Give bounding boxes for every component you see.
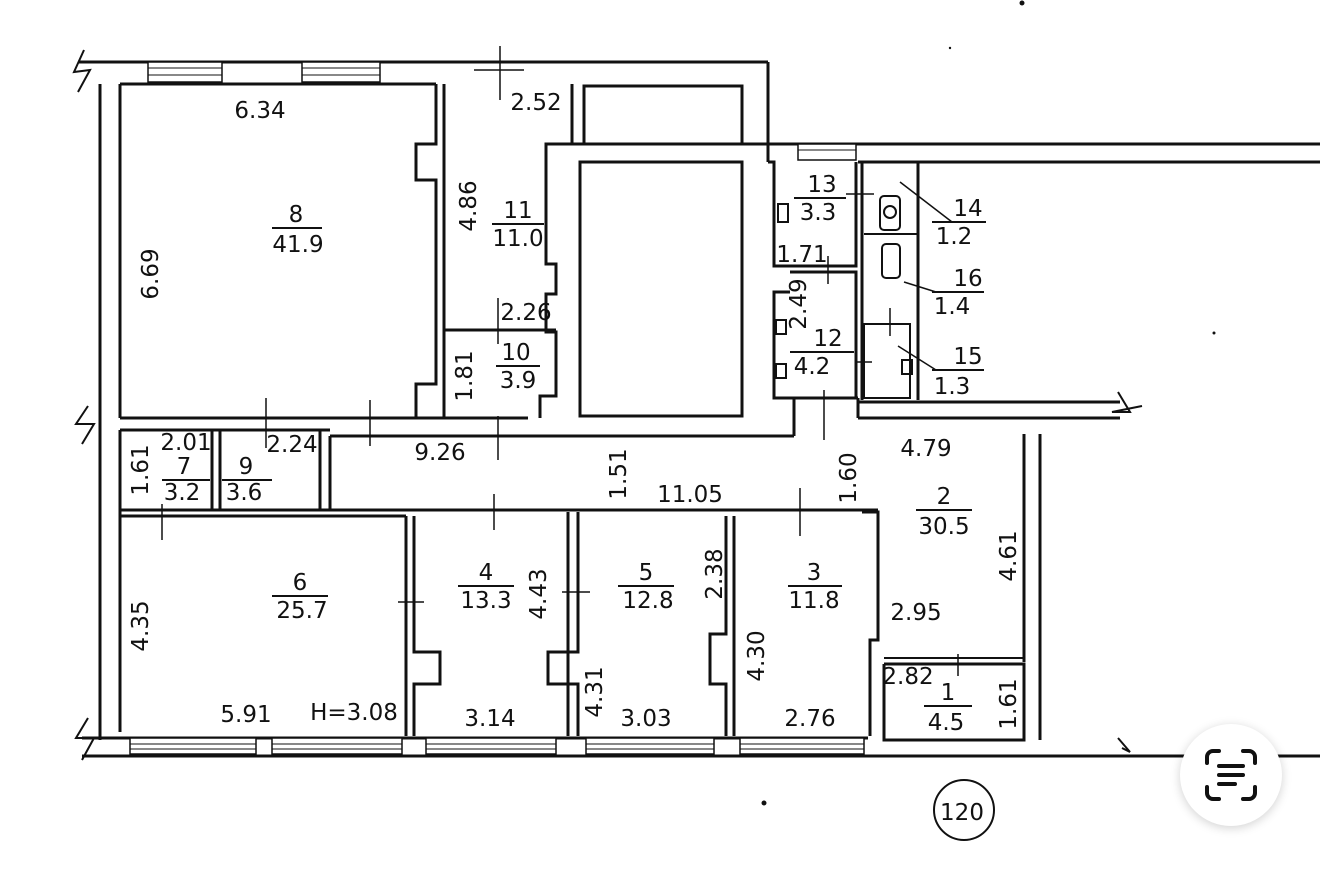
ceiling-height: H=3.08: [310, 700, 398, 726]
room-15-area: 1.3: [934, 374, 971, 400]
dim-4-31: 4.31: [582, 666, 608, 717]
dim-11-05: 11.05: [657, 482, 723, 508]
room-5-area: 12.8: [622, 588, 673, 614]
dim-4-86: 4.86: [456, 180, 482, 231]
room-10-area: 3.9: [500, 368, 537, 394]
dim-2-82: 2.82: [882, 664, 933, 690]
room-6-number: 6: [293, 570, 308, 596]
dim-4-79: 4.79: [900, 436, 951, 462]
dim-1-60: 1.60: [836, 452, 862, 503]
room-12-number: 12: [813, 326, 842, 352]
room-6-area: 25.7: [276, 598, 327, 624]
dim-4-43: 4.43: [526, 568, 552, 619]
room-3-area: 11.8: [788, 588, 839, 614]
dim-2-01: 2.01: [160, 430, 211, 456]
room-12-area: 4.2: [794, 354, 831, 380]
interior-walls: [120, 84, 1026, 742]
room-8-area: 41.9: [272, 232, 323, 258]
scan-specks: [761, 0, 1216, 806]
room-labels: 8 41.9 11 11.0 10 3.9 13 3.3 14 1.2 16 1…: [162, 172, 986, 736]
dim-4-35: 4.35: [128, 600, 154, 651]
dim-2-49: 2.49: [786, 278, 812, 329]
room-4-area: 13.3: [460, 588, 511, 614]
dim-1-71: 1.71: [776, 242, 827, 268]
room-1-area: 4.5: [928, 710, 965, 736]
room-15-number: 15: [953, 344, 982, 370]
dimension-labels: 6.34 6.69 2.52 4.86 2.26 1.81 1.71 2.49 …: [128, 90, 1022, 732]
dim-2-95: 2.95: [890, 600, 941, 626]
room-2-area: 30.5: [918, 514, 969, 540]
dim-5-91: 5.91: [220, 702, 271, 728]
dim-2-76: 2.76: [784, 706, 835, 732]
dim-9-26: 9.26: [414, 440, 465, 466]
room-3-number: 3: [807, 560, 822, 586]
room-8-number: 8: [289, 202, 304, 228]
room-9-number: 9: [239, 454, 254, 480]
dim-2-26: 2.26: [500, 300, 551, 326]
dim-2-52: 2.52: [510, 90, 561, 116]
dim-1-81: 1.81: [452, 350, 478, 401]
room-11-area: 11.0: [492, 226, 543, 252]
sanitary-fixtures: [775, 195, 913, 379]
room-13-number: 13: [807, 172, 836, 198]
room-7-number: 7: [177, 454, 192, 480]
dim-3-03: 3.03: [620, 706, 671, 732]
room-16-number: 16: [953, 266, 982, 292]
dim-1-61-right: 1.61: [996, 678, 1022, 729]
dim-4-61: 4.61: [996, 530, 1022, 581]
dim-2-38: 2.38: [702, 548, 728, 599]
room-14-number: 14: [953, 196, 982, 222]
text-scan-button[interactable]: [1180, 724, 1282, 826]
dim-3-14: 3.14: [464, 706, 515, 732]
room-1-number: 1: [941, 680, 956, 706]
dim-2-24: 2.24: [266, 432, 317, 458]
room-2-number: 2: [937, 484, 952, 510]
room-5-number: 5: [639, 560, 654, 586]
ticks: [161, 46, 959, 676]
room-10-number: 10: [501, 340, 530, 366]
text-scan-icon: [1205, 749, 1257, 801]
dim-6-69: 6.69: [138, 248, 164, 299]
room-4-number: 4: [479, 560, 494, 586]
room-14-area: 1.2: [936, 224, 973, 250]
windows: [129, 61, 865, 755]
building-number: 120: [940, 800, 984, 826]
dim-1-61-left: 1.61: [128, 444, 154, 495]
dim-6-34: 6.34: [234, 98, 285, 124]
room-13-area: 3.3: [800, 200, 837, 226]
room-16-area: 1.4: [934, 294, 971, 320]
room-9-area: 3.6: [226, 480, 263, 506]
dim-1-51: 1.51: [606, 448, 632, 499]
dim-4-30: 4.30: [744, 630, 770, 681]
room-11-number: 11: [503, 198, 532, 224]
building-number-marker: 120: [933, 779, 995, 841]
outer-walls: [72, 49, 1320, 761]
room-7-area: 3.2: [164, 480, 201, 506]
